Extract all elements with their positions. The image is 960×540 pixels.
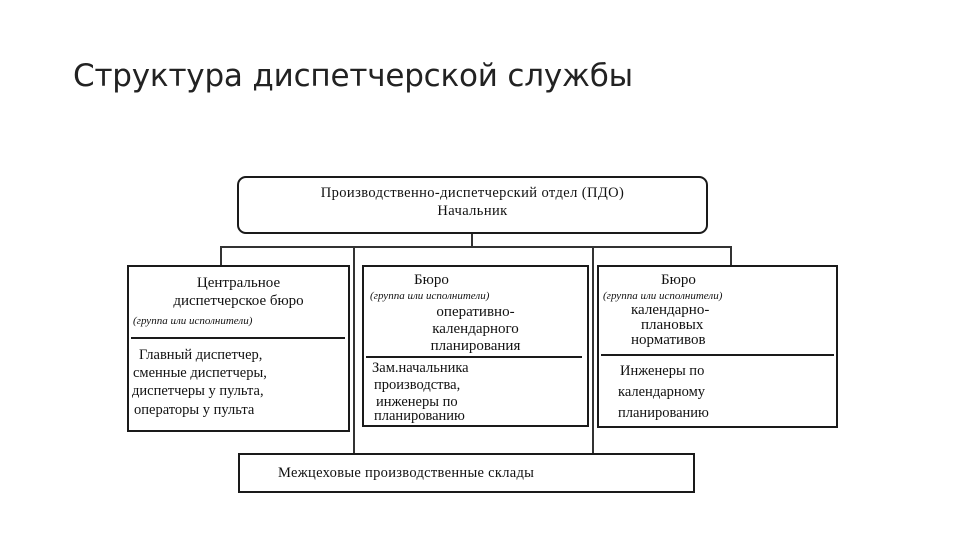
connector-to-right-box [730,246,732,265]
norms-bureau-divider [601,354,834,356]
connector-to-bottom-left [353,246,355,453]
central-bureau-staff-1: Главный диспетчер, [139,347,263,363]
planning-bureau-staff-3: инженеры по [376,394,458,410]
norms-bureau-staff-3: планированию [618,405,709,421]
planning-bureau-heading-line2: календарного [432,321,519,337]
planning-bureau-heading-line1: оперативно- [436,304,515,320]
connector-to-bottom-right [592,246,594,453]
central-bureau-heading-line2: диспетчерское бюро [173,293,304,309]
slide-title: Структура диспетчерской службы [73,58,633,94]
central-bureau-divider [131,337,345,339]
norms-bureau-heading-line2: плановых [641,317,704,333]
planning-bureau-heading: Бюро [414,272,449,288]
norms-bureau-staff-1: Инженеры по [620,363,705,379]
central-bureau-staff-3: диспетчеры у пульта, [132,383,264,399]
central-bureau-heading-line1: Центральное [196,275,281,291]
planning-bureau-note: (группа или исполнители) [370,290,490,302]
connector-top-stem [471,234,473,246]
planning-bureau-staff-4: планированию [374,408,465,424]
planning-bureau-heading-line3: планирования [430,338,521,354]
connector-to-left-box [220,246,222,265]
central-bureau-staff-2: сменные диспетчеры, [133,365,267,381]
norms-bureau-note: (группа или исполнители) [603,290,723,302]
planning-bureau-staff-1: Зам.начальника [372,360,469,376]
norms-bureau-box: Бюро (группа или исполнители) календарно… [597,265,838,428]
norms-bureau-heading-line3: нормативов [631,332,706,348]
central-dispatch-bureau-box: Центральное диспетчерское бюро (группа и… [127,265,350,432]
warehouses-label: Межцеховые производственные склады [278,465,535,481]
norms-bureau-staff-2: календарному [618,384,706,400]
planning-bureau-divider [366,356,582,358]
pdo-department-title: Производственно-диспетчерский отдел (ПДО… [320,185,625,201]
central-bureau-staff-4: операторы у пульта [134,402,255,418]
planning-bureau-staff-2: производства, [374,377,461,393]
connector-horizontal-bus [220,246,731,248]
interdepartmental-warehouses-box: Межцеховые производственные склады [238,453,695,493]
pdo-department-box: Производственно-диспетчерский отдел (ПДО… [237,176,708,234]
planning-bureau-box: Бюро (группа или исполнители) оперативно… [362,265,589,427]
norms-bureau-heading-line1: календарно- [631,302,710,318]
pdo-department-head: Начальник [437,203,508,219]
norms-bureau-heading: Бюро [661,272,696,288]
central-bureau-note: (группа или исполнители) [133,315,253,327]
